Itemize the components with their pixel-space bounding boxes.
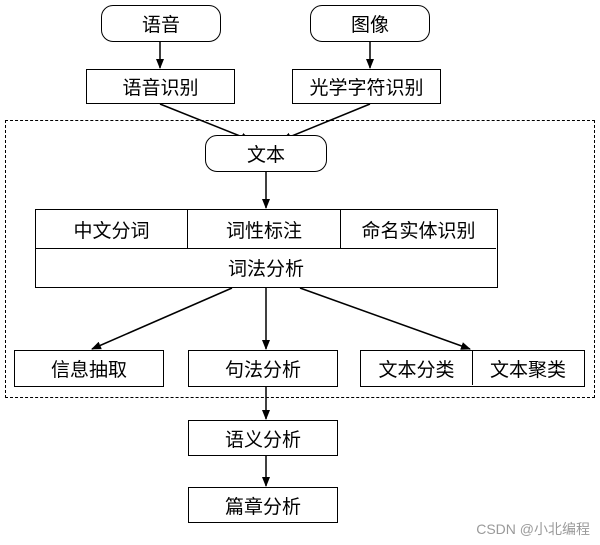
lexical-analysis-cell: 词法分析 <box>36 249 496 286</box>
text-classification-cell: 文本分类 <box>361 351 473 385</box>
info-extraction-label: 信息抽取 <box>50 359 127 381</box>
text-clustering-cell: 文本聚类 <box>473 351 583 385</box>
discourse-analysis-node: 篇章分析 <box>188 487 338 523</box>
arrow-ocr-to-text <box>281 103 371 141</box>
segmentation-cell: 中文分词 <box>36 210 188 249</box>
syntactic-analysis-label: 句法分析 <box>224 359 301 381</box>
speech-recognition-label: 语音识别 <box>122 77 199 99</box>
semantic-analysis-label: 语义分析 <box>224 428 301 451</box>
pos-tagging-cell: 词性标注 <box>188 210 341 249</box>
arrow-lexical-to-extraction <box>91 287 233 350</box>
pos-tagging-label: 词性标注 <box>225 219 302 242</box>
ocr-node: 光学字符识别 <box>292 69 441 104</box>
semantic-analysis-node: 语义分析 <box>188 420 338 456</box>
speech-input-node: 语音 <box>101 5 221 42</box>
arrow-lexical-to-classification <box>299 287 471 350</box>
image-label: 图像 <box>350 14 389 36</box>
text-node: 文本 <box>205 135 327 172</box>
arrow-speech-recognition-to-text <box>159 103 251 141</box>
ner-label: 命名实体识别 <box>361 219 476 242</box>
lexical-analysis-label: 词法分析 <box>227 258 304 280</box>
ner-cell: 命名实体识别 <box>341 210 496 249</box>
syntactic-analysis-node: 句法分析 <box>188 350 338 387</box>
segmentation-label: 中文分词 <box>73 219 150 242</box>
watermark: CSDN @小北编程 <box>476 521 590 537</box>
classification-clustering-block: 文本分类 文本聚类 <box>360 350 585 387</box>
text-classification-label: 文本分类 <box>378 358 455 381</box>
discourse-analysis-label: 篇章分析 <box>224 495 301 518</box>
speech-label: 语音 <box>141 14 180 36</box>
ocr-label: 光学字符识别 <box>309 77 424 99</box>
lexical-analysis-block: 中文分词 词性标注 命名实体识别 词法分析 <box>35 209 498 288</box>
speech-recognition-node: 语音识别 <box>86 69 235 104</box>
text-clustering-label: 文本聚类 <box>489 358 566 381</box>
image-input-node: 图像 <box>310 5 430 42</box>
text-label: 文本 <box>246 144 285 166</box>
nlp-processing-boundary <box>5 120 595 398</box>
info-extraction-node: 信息抽取 <box>14 350 164 387</box>
